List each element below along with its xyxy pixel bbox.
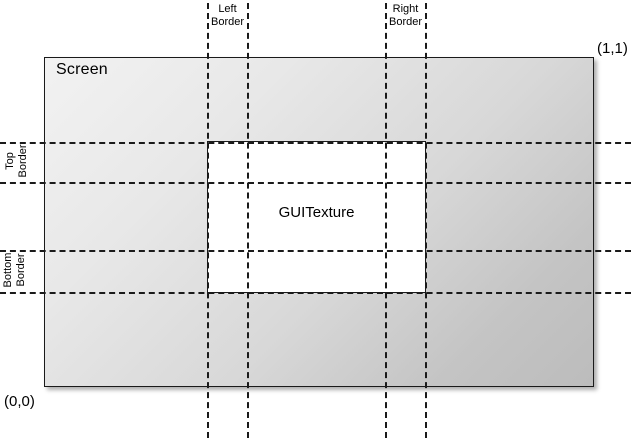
left-border-label-line2: Border [210,16,245,28]
top-border-label-line1: Top [4,152,16,170]
screen-label: Screen [56,61,108,78]
left-border-label: Left Border [207,3,248,29]
right-border-label-line1: Right [392,3,419,15]
dashed-line-left-border-outer [207,3,209,438]
dashed-line-right-border-inner [385,3,387,438]
right-border-label: Right Border [385,3,426,29]
dashed-line-bottom-border-inner [0,250,631,252]
dashed-line-right-border-outer [425,3,427,438]
guitexture-rectangle [207,141,426,293]
right-border-label-line2: Border [388,16,423,28]
dashed-line-top-border-outer [0,142,631,144]
coordinate-label-max: (1,1) [597,40,628,57]
dashed-line-bottom-border-outer [0,292,631,294]
coordinate-label-origin: (0,0) [4,393,35,410]
bottom-border-label-line2: Border [15,253,27,287]
guitexture-label: GUITexture [278,204,355,221]
dashed-line-top-border-inner [0,182,631,184]
top-border-label: Top Border [4,141,30,181]
top-border-label-line2: Border [17,144,29,178]
dashed-line-left-border-inner [247,3,249,438]
bottom-border-label-line1: Bottom [2,252,14,288]
left-border-label-line1: Left [218,3,237,15]
bottom-border-label: Bottom Border [2,249,28,291]
